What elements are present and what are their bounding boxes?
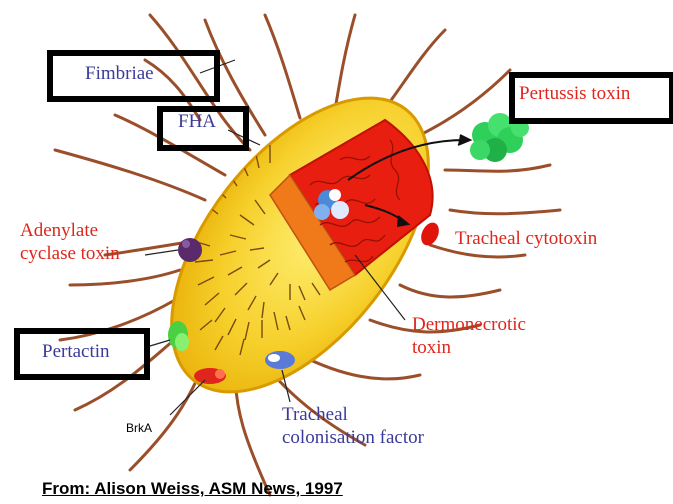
pertussis-toxin-highlight-box <box>509 72 673 124</box>
pertactin-highlight-box <box>14 328 150 380</box>
brka-label: BrkA <box>126 421 152 435</box>
fimbriae-highlight-box <box>47 50 220 102</box>
adenylate-label-line1: Adenylate <box>20 220 98 242</box>
tracheal-colonisation-label-line2: colonisation factor <box>282 427 424 449</box>
tracheal-colonisation-molecule-icon <box>265 351 295 369</box>
tracheal-colonisation-label-line1: Tracheal <box>282 404 348 426</box>
dermonecrotic-label-line1: Dermonecrotic <box>412 314 526 336</box>
fha-highlight-box <box>157 106 249 151</box>
brka-molecule-icon <box>194 368 226 384</box>
tracheal-cytotoxin-label: Tracheal cytotoxin <box>455 228 597 250</box>
tracheal-cytotoxin-icon <box>418 220 443 249</box>
source-credit: From: Alison Weiss, ASM News, 1997 <box>42 479 343 499</box>
adenylate-label-line2: cyclase toxin <box>20 243 120 265</box>
adenylate-cyclase-toxin-icon <box>178 238 202 262</box>
dermonecrotic-label-line2: toxin <box>412 337 451 359</box>
